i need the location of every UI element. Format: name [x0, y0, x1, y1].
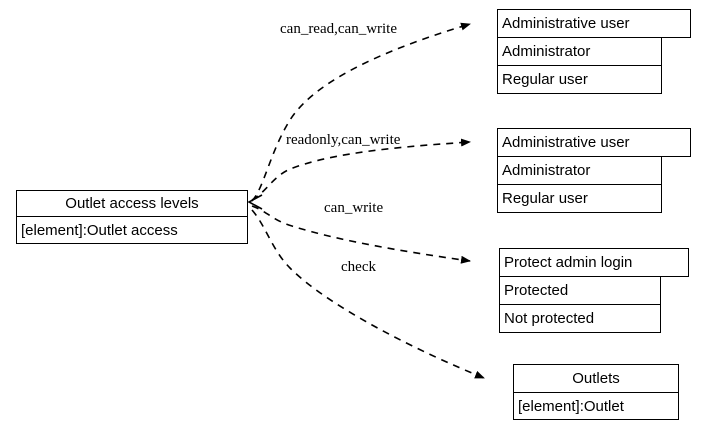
edge-label-readonly-can-write: readonly,can_write — [286, 132, 401, 148]
edge-label-check: check — [341, 259, 376, 275]
node-title-administrative-user-1: Administrative user — [497, 9, 691, 38]
node-row-regular-user-1: Regular user — [497, 65, 662, 94]
node-title-outlets: Outlets — [513, 364, 679, 393]
edge-label-can-read-can-write: can_read,can_write — [280, 21, 398, 37]
node-title-administrative-user-2: Administrative user — [497, 128, 691, 157]
node-row-administrator-1: Administrator — [497, 37, 662, 66]
node-title-outlet-access-levels: Outlet access levels — [16, 190, 248, 217]
edge-path-check — [251, 209, 485, 379]
node-protect-admin-login[interactable]: Protect admin login Protected Not protec… — [499, 248, 689, 333]
node-row-regular-user-2: Regular user — [497, 184, 662, 213]
node-outlet-access-levels[interactable]: Outlet access levels [element]:Outlet ac… — [16, 190, 248, 244]
node-row-administrator-2: Administrator — [497, 156, 662, 185]
node-row-not-protected: Not protected — [499, 304, 661, 333]
edge-path-can-read-can-write — [251, 22, 471, 202]
node-element-row-outlet: [element]:Outlet — [513, 392, 679, 420]
edge-path-readonly-can-write — [251, 138, 471, 201]
node-administrative-user-1[interactable]: Administrative user Administrator Regula… — [497, 9, 691, 94]
edge-path-can-write — [251, 205, 471, 264]
edge-label-can-write: can_write — [324, 200, 384, 216]
node-title-protect-admin-login: Protect admin login — [499, 248, 689, 277]
node-outlets[interactable]: Outlets [element]:Outlet — [513, 364, 679, 420]
source-arrowhead-icon — [247, 194, 263, 210]
node-row-protected: Protected — [499, 276, 661, 305]
node-element-row-outlet-access: [element]:Outlet access — [16, 216, 248, 244]
node-administrative-user-2[interactable]: Administrative user Administrator Regula… — [497, 128, 691, 213]
